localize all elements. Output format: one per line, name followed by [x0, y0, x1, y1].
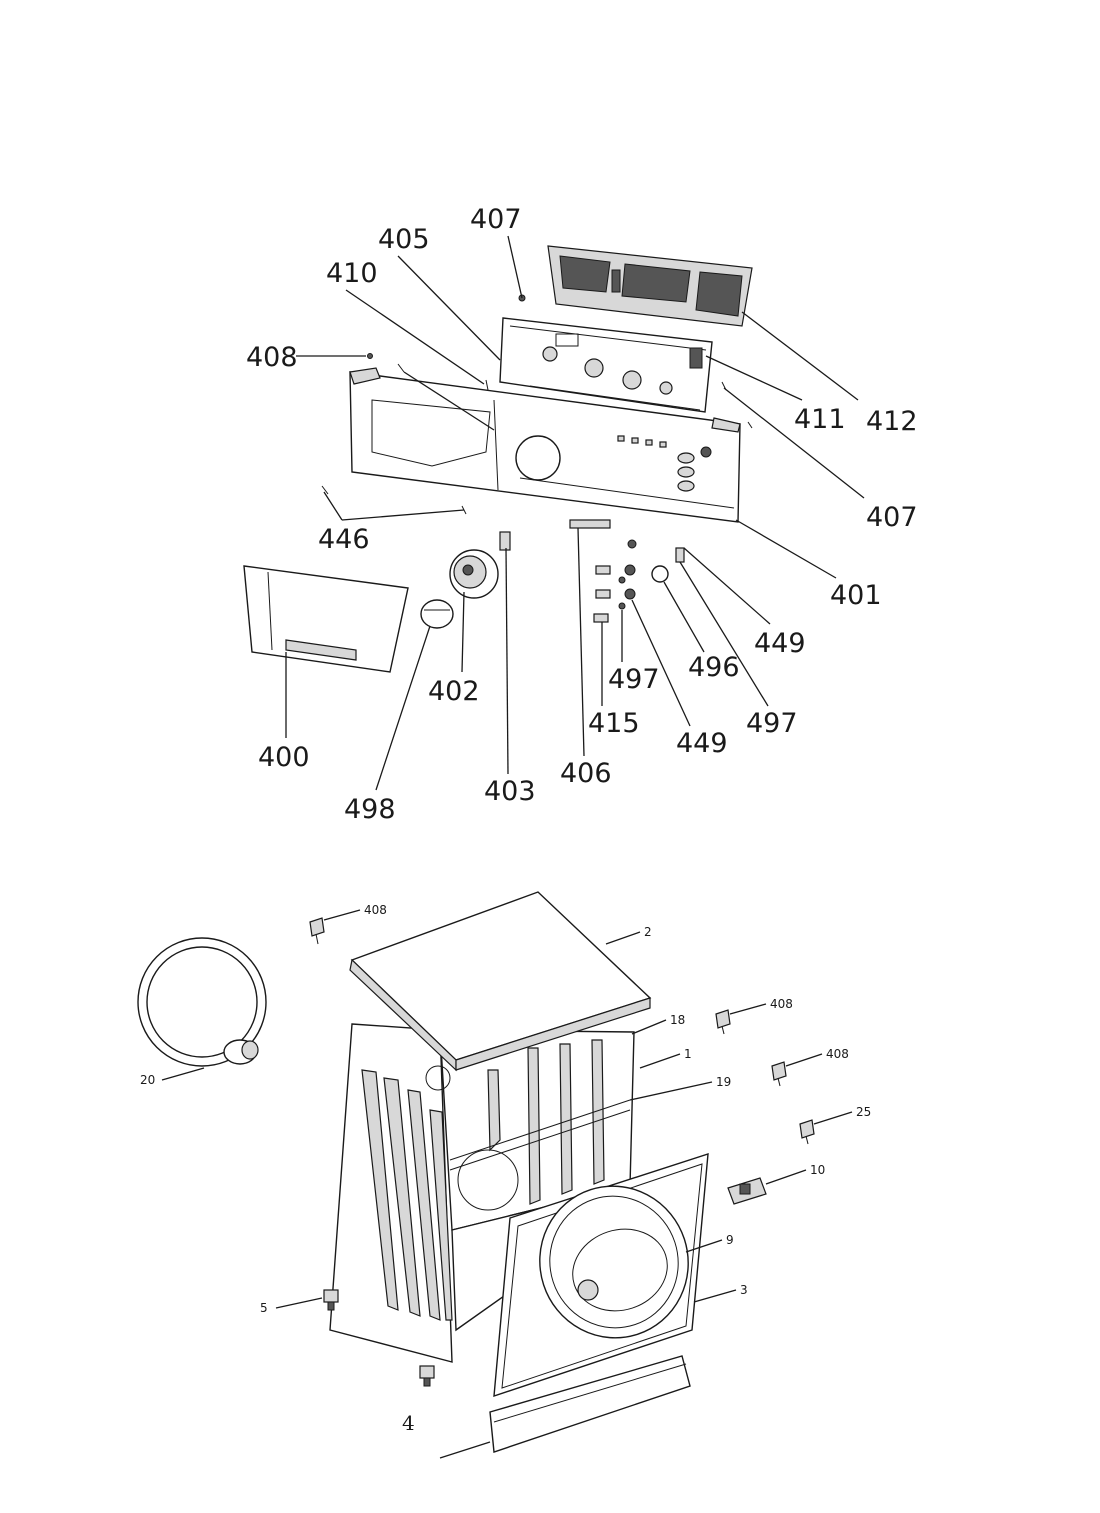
- upper-labels: 407 405 410 408 411 412 407 446 401 449 …: [246, 204, 918, 825]
- pcb-board: [547, 245, 753, 327]
- lower-labels: 408 2 408 18 1 408 20 19 25 10 9 3 5 4: [140, 903, 871, 1435]
- label-407-right: 407: [866, 502, 918, 533]
- kick-plate: [489, 1355, 691, 1453]
- label-4: 4: [402, 1411, 415, 1435]
- control-panel-frame: [499, 317, 713, 413]
- button-parts: [569, 519, 685, 623]
- label-3: 3: [740, 1283, 748, 1297]
- front-door-panel: [493, 1153, 709, 1398]
- label-408-left: 408: [364, 903, 387, 917]
- label-1: 1: [684, 1047, 692, 1061]
- label-407-top: 407: [470, 204, 522, 235]
- front-panel: [349, 367, 741, 523]
- feet: [323, 1289, 435, 1387]
- label-25: 25: [856, 1105, 871, 1119]
- knob-shaft: [499, 531, 511, 551]
- label-497-right: 497: [746, 708, 798, 739]
- label-410: 410: [326, 258, 378, 289]
- label-408-mid: 408: [770, 997, 793, 1011]
- leader-lines-upper: [285, 235, 865, 791]
- label-412: 412: [866, 406, 918, 437]
- label-2: 2: [644, 925, 652, 939]
- label-402: 402: [428, 676, 480, 707]
- label-497-left: 497: [608, 664, 660, 695]
- label-403: 403: [484, 776, 536, 807]
- detergent-drawer: [243, 565, 409, 673]
- label-408-right: 408: [826, 1047, 849, 1061]
- label-411: 411: [794, 404, 846, 435]
- leader-lines-lower: [161, 909, 853, 1459]
- label-408-upper: 408: [246, 342, 298, 373]
- program-knob: [420, 549, 499, 629]
- label-19: 19: [716, 1075, 731, 1089]
- label-10: 10: [810, 1163, 825, 1177]
- label-18: 18: [670, 1013, 685, 1027]
- label-9: 9: [726, 1233, 734, 1247]
- screws-lower: [309, 917, 815, 1145]
- label-400: 400: [258, 742, 310, 773]
- label-20: 20: [140, 1073, 155, 1087]
- door-lock: [727, 1177, 767, 1205]
- label-415: 415: [588, 708, 640, 739]
- upper-assembly: 407 405 410 408 411 412 407 446 401 449 …: [243, 204, 918, 825]
- drain-hose: [137, 937, 267, 1067]
- label-496: 496: [688, 652, 740, 683]
- label-401: 401: [830, 580, 882, 611]
- lower-assembly: 408 2 408 18 1 408 20 19 25 10 9 3 5 4: [137, 891, 871, 1459]
- label-449-left: 449: [676, 728, 728, 759]
- label-498: 498: [344, 794, 396, 825]
- label-405: 405: [378, 224, 430, 255]
- label-5: 5: [260, 1301, 268, 1315]
- label-446: 446: [318, 524, 370, 555]
- label-449-right: 449: [754, 628, 806, 659]
- top-cover: [349, 891, 652, 1072]
- label-406: 406: [560, 758, 612, 789]
